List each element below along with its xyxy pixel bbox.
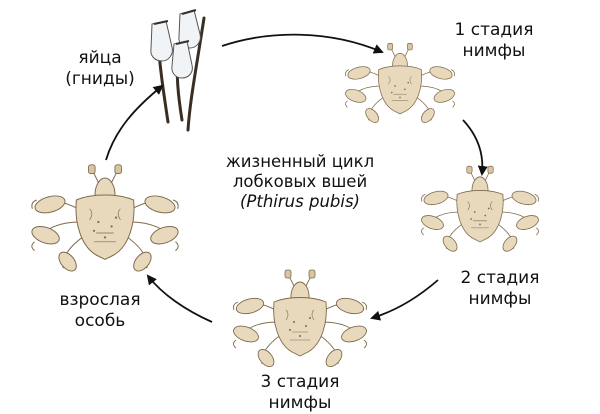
label-eggs-line1: яйца [78, 48, 122, 68]
nymph2-illustration [419, 165, 541, 255]
title-latin-name: (Pthirus pubis) [239, 192, 360, 211]
label-adult-line2: особь [74, 311, 126, 331]
label-nymph1-line2: нимфы [462, 41, 526, 61]
label-eggs: яйца (гниды) [50, 48, 150, 90]
label-nymph3-line1: 3 стадия [260, 372, 340, 392]
arrow-eggs-to-nymph1 [221, 33, 384, 54]
nymph3-illustration [230, 269, 370, 371]
label-nymph2: 2 стадия нимфы [440, 268, 560, 310]
label-nymph2-line1: 2 стадия [460, 268, 540, 288]
label-nymph1-line1: 1 стадия [454, 20, 534, 40]
nits-illustration [150, 9, 206, 132]
adult-illustration [28, 164, 182, 275]
arrow-nymph2-to-nymph3 [370, 279, 439, 321]
label-nymph3-line2: нимфы [268, 393, 332, 413]
title-line1: жизненный цикл [225, 152, 375, 171]
diagram-title: жизненный цикл лобковых вшей (Pthirus pu… [200, 152, 400, 212]
title-line2: лобковых вшей [232, 172, 368, 191]
label-nymph3: 3 стадия нимфы [240, 372, 360, 414]
arrow-adult-to-eggs [105, 84, 164, 161]
label-nymph1: 1 стадия нимфы [434, 20, 554, 62]
label-eggs-line2: (гниды) [65, 69, 135, 89]
label-adult: взрослая особь [40, 290, 160, 332]
arrow-nymph1-to-nymph2 [462, 119, 488, 176]
arrow-nymph3-to-adult [146, 274, 213, 323]
label-adult-line1: взрослая [59, 290, 141, 310]
label-nymph2-line2: нимфы [468, 289, 532, 309]
